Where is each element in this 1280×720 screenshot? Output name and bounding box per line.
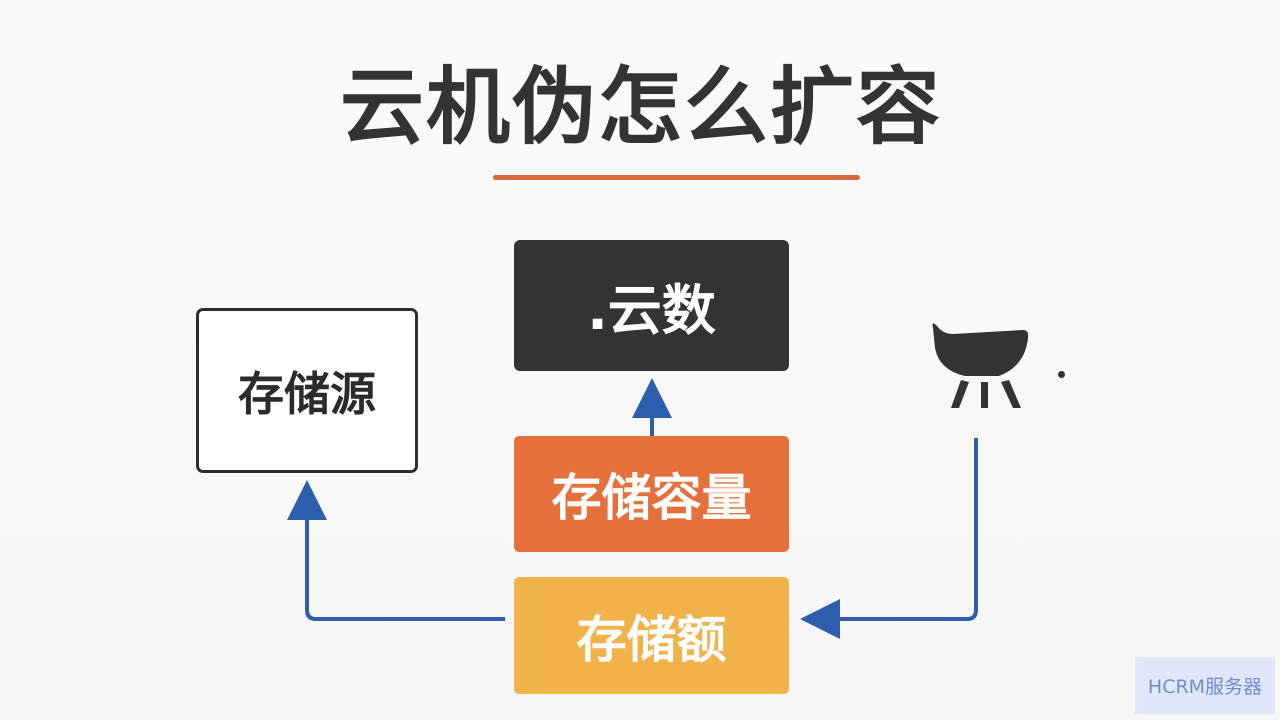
arrow-device-to-quota xyxy=(800,438,978,639)
arrow-quota-to-source xyxy=(287,480,505,621)
title-underline xyxy=(493,175,860,180)
storage-source-node: 存储源 xyxy=(196,308,418,473)
storage-quota-label: 存储额 xyxy=(576,610,727,669)
watermark-badge: HCRM服务器 xyxy=(1135,657,1275,714)
server-bowl-icon xyxy=(932,323,1029,408)
storage-quota-node: 存储额 xyxy=(514,577,789,694)
storage-capacity-node: 存储容量 xyxy=(514,436,789,552)
storage-capacity-label: 存储容量 xyxy=(551,469,752,527)
cloud-data-node: .云数 xyxy=(514,240,789,371)
cloud-data-label: .云数 xyxy=(587,279,716,342)
watermark-text: HCRM服务器 xyxy=(1147,676,1263,698)
storage-source-label: 存储源 xyxy=(238,366,376,421)
stray-dot xyxy=(1058,371,1065,378)
page-title: 云机伪怎么扩容 xyxy=(340,58,943,156)
